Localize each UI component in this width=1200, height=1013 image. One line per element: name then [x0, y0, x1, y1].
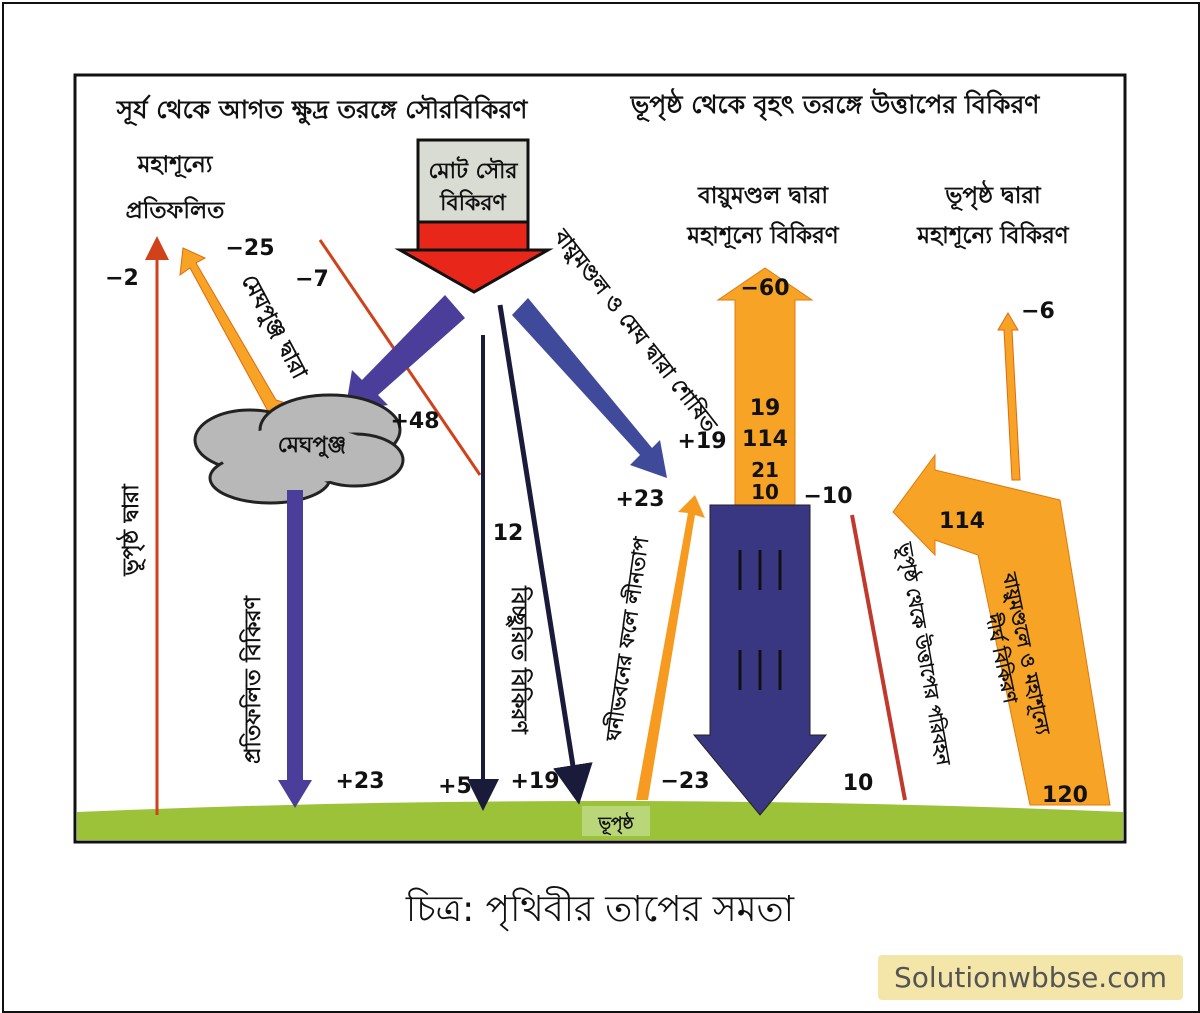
value-minus-2: −2: [105, 266, 139, 291]
value-minus-23: −23: [660, 769, 709, 794]
reflected-radiation-label: প্রতিফলিত বিকিরণ: [239, 595, 266, 763]
conduction-line: [850, 514, 907, 801]
header-left: সূর্য থেকে আগত ক্ষুদ্র তরঙ্গে সৌরবিকিরণ: [116, 94, 529, 126]
value-plus-23-b: +23: [615, 487, 664, 512]
diffused-radiation-label: বিচ্ছুরিত বিকিরণ: [505, 585, 533, 734]
space-reflected-label-2: প্রতিফলিত: [126, 196, 226, 224]
direct-line: [497, 304, 593, 805]
value-plus-19-b: +19: [677, 429, 726, 454]
total-solar-label-1: মোট সৌর: [428, 156, 518, 184]
value-plus-5: +5: [438, 774, 472, 799]
figure-caption: চিত্র: পৃথিবীর তাপের সমতা: [405, 889, 795, 930]
surface-to-space-label-1: ভূপৃষ্ঠ দ্বারা: [944, 180, 1042, 211]
surface-to-space-label-2: মহাশূন্যে বিকিরণ: [916, 221, 1069, 250]
value-minus-6: −6: [1021, 299, 1055, 324]
value-120: 120: [1042, 783, 1088, 808]
total-solar-red: [416, 220, 530, 254]
space-reflected-label-1: মহাশূন্যে: [137, 152, 214, 179]
surface-to-space-arrow: [997, 312, 1021, 481]
value-12: 12: [493, 521, 524, 546]
value-plus-23-a: +23: [335, 769, 384, 794]
value-21: 21: [751, 458, 779, 482]
watermark: Solutionwbbse.com: [878, 955, 1183, 1000]
value-plus-48: +48: [390, 409, 439, 434]
value-10-a: 10: [751, 480, 779, 504]
value-plus-19-a: +19: [510, 769, 559, 794]
by-surface-label: ভূপৃষ্ঠ দ্বারা: [116, 483, 146, 577]
value-minus-10: −10: [803, 484, 852, 509]
cloud-shape: [193, 393, 405, 505]
cloud-to-ground-arrow: [278, 490, 312, 808]
atm-to-space-label-1: বায়ুমণ্ডল দ্বারা: [697, 183, 829, 210]
value-19: 19: [750, 396, 781, 421]
value-114-a: 114: [742, 427, 788, 452]
value-114-b: 114: [939, 509, 985, 534]
value-minus-60: −60: [740, 276, 789, 301]
internal-arrows: [738, 550, 782, 690]
total-solar-arrowhead: [394, 248, 554, 294]
value-10-b: 10: [843, 771, 874, 796]
cloud-label: মেঘপুঞ্জ: [278, 433, 346, 459]
latent-heat-arrow: [636, 495, 705, 800]
total-solar-label-2: বিকিরণ: [439, 189, 506, 216]
atm-to-space-label-2: মহাশূন্যে বিকিরণ: [686, 221, 839, 250]
ground-label: ভূপৃষ্ঠ: [597, 812, 634, 835]
surface-longwave-arrow: [892, 453, 1111, 806]
total-solar-box: [416, 138, 530, 226]
ground-label-box: [582, 806, 650, 836]
to-cloud-arrow: [345, 295, 465, 412]
header-right: ভূপৃষ্ঠ থেকে বৃহৎ তরঙ্গে উত্তাপের বিকিরণ: [630, 88, 1041, 122]
value-minus-25: −25: [225, 236, 274, 261]
atm-to-space-arrow: [716, 267, 814, 506]
absorbed-arrow: [512, 298, 667, 478]
value-minus-7: −7: [295, 267, 329, 292]
cloud-reflect-arrow: [179, 247, 294, 416]
